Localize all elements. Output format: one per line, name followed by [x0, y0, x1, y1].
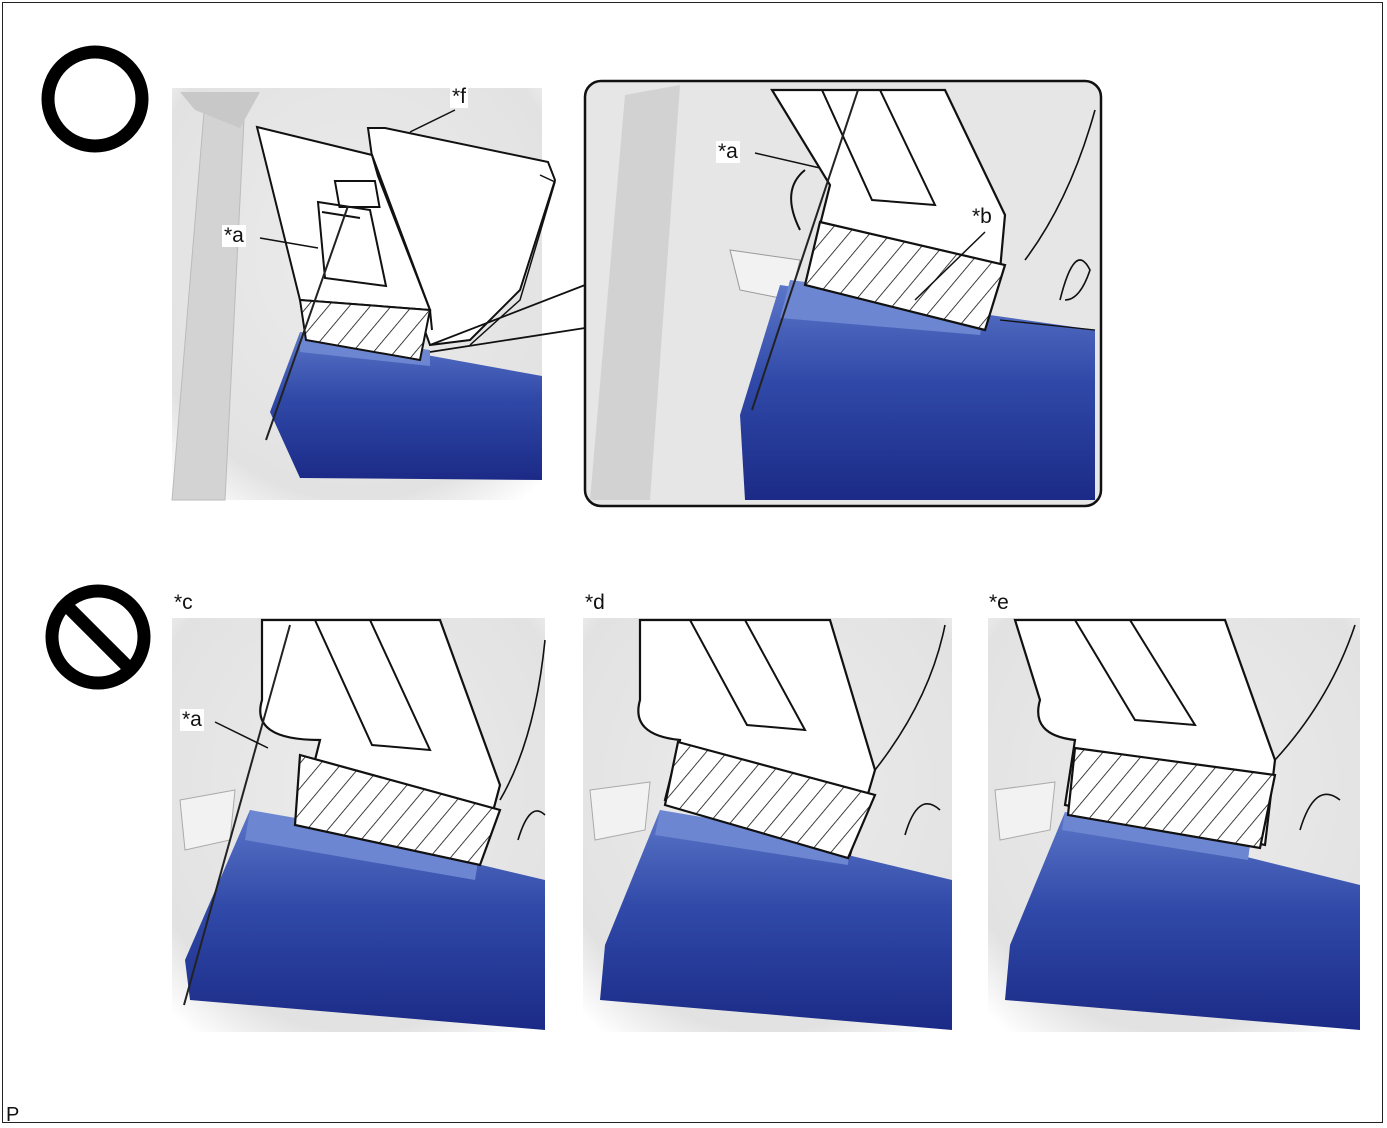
callout-a-panel-c: *a: [180, 709, 204, 731]
panel-c-label: *c: [172, 592, 195, 614]
figure-code: P: [6, 1104, 19, 1127]
zoom-illustration: [585, 81, 1101, 506]
callout-a-top-left: *a: [222, 225, 246, 247]
panel-d-illustration: [583, 618, 952, 1032]
prohibited-icon: [52, 591, 144, 683]
callout-b-zoom: *b: [970, 206, 994, 228]
top-left-illustration: [172, 88, 585, 500]
panel-c-illustration: [172, 618, 545, 1032]
callout-a-zoom: *a: [716, 141, 740, 163]
panel-e-label: *e: [987, 592, 1011, 614]
panel-e-illustration: [988, 618, 1360, 1032]
panel-d-label: *d: [583, 592, 607, 614]
correct-circle-icon: [48, 52, 142, 146]
callout-f: *f: [450, 86, 468, 108]
